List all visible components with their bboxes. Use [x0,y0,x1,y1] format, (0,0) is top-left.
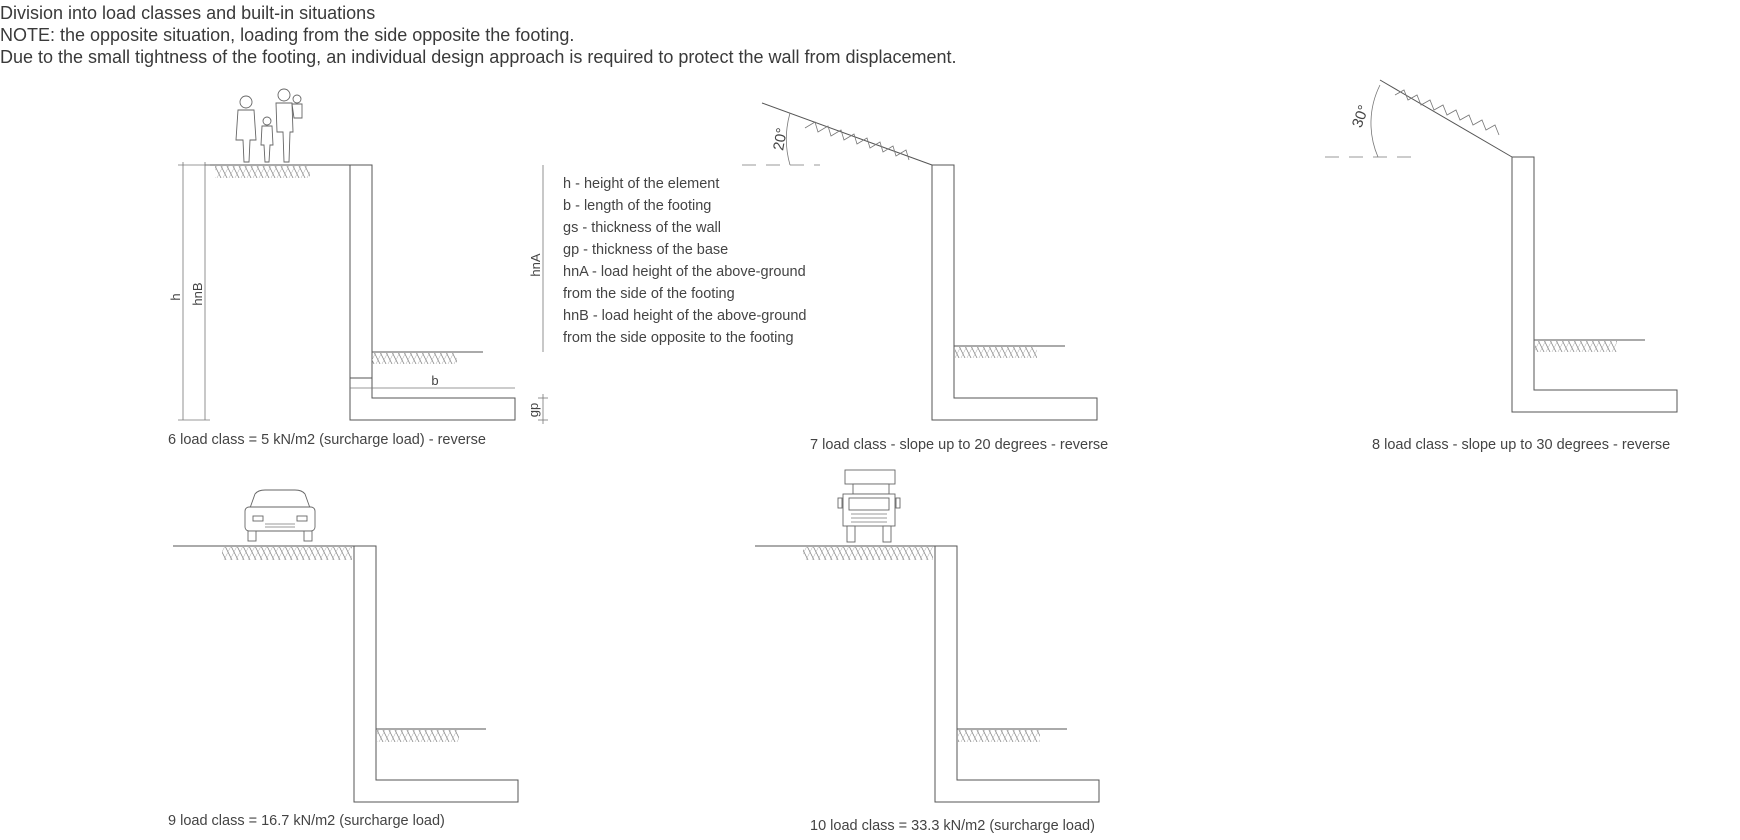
diagram-class-10: 10 load class = 33.3 kN/m2 (surcharge lo… [755,469,1100,834]
header-title: Division into load classes and built-in … [0,3,376,23]
dim-hnA-label: hnA [528,253,543,276]
diagram-class-8: 30° 8 load class - slope up to 30 degree… [1325,79,1678,453]
caption-class-9: 9 load class = 16.7 kN/m2 (surcharge loa… [168,813,445,829]
legend-item: from the side opposite to the footing [563,330,794,346]
diagram-class-7: 20° 7 load class - slope up to 20 degree… [742,102,1108,453]
soil-hatch [955,347,1037,358]
header-note: NOTE: the opposite situation, loading fr… [0,25,575,45]
caption-class-10: 10 load class = 33.3 kN/m2 (surcharge lo… [810,818,1095,834]
truck-icon [837,469,901,543]
legend-item: from the side of the footing [563,286,735,302]
soil-hatch [377,730,459,742]
angle-30-label: 30° [1349,103,1373,130]
legend: h - height of the element b - length of … [563,176,806,346]
legend-item: gp - thickness of the base [563,242,728,258]
header-warning: Due to the small tightness of the footin… [0,47,957,67]
diagram-class-6: h hnB b hnA gp 6 load class = 5 kN/m2 (s… [168,88,548,448]
dim-b-label: b [431,373,438,388]
dim-h-label: h [168,293,183,300]
soil-hatch [215,166,310,178]
caption-class-7: 7 load class - slope up to 20 degrees - … [810,437,1108,453]
caption-class-6: 6 load class = 5 kN/m2 (surcharge load) … [168,432,486,448]
soil-hatch [222,547,352,560]
people-icon [235,88,303,163]
dim-hnB-label: hnB [190,282,205,305]
soil-hatch [1535,341,1617,352]
diagram-class-9: 9 load class = 16.7 kN/m2 (surcharge loa… [168,489,519,829]
soil-hatch [958,730,1040,742]
legend-item: hnA - load height of the above-ground [563,264,806,280]
car-icon [244,489,316,542]
legend-item: h - height of the element [563,176,719,192]
legend-item: gs - thickness of the wall [563,220,721,236]
soil-hatch [372,353,457,364]
legend-item: b - length of the footing [563,198,711,214]
angle-20-label: 20° [770,127,791,152]
dim-gp-label: gp [526,403,541,417]
caption-class-8: 8 load class - slope up to 30 degrees - … [1372,437,1670,453]
legend-item: hnB - load height of the above-ground [563,308,806,324]
soil-hatch [803,547,933,560]
header-notes: Division into load classes and built-in … [0,2,957,68]
